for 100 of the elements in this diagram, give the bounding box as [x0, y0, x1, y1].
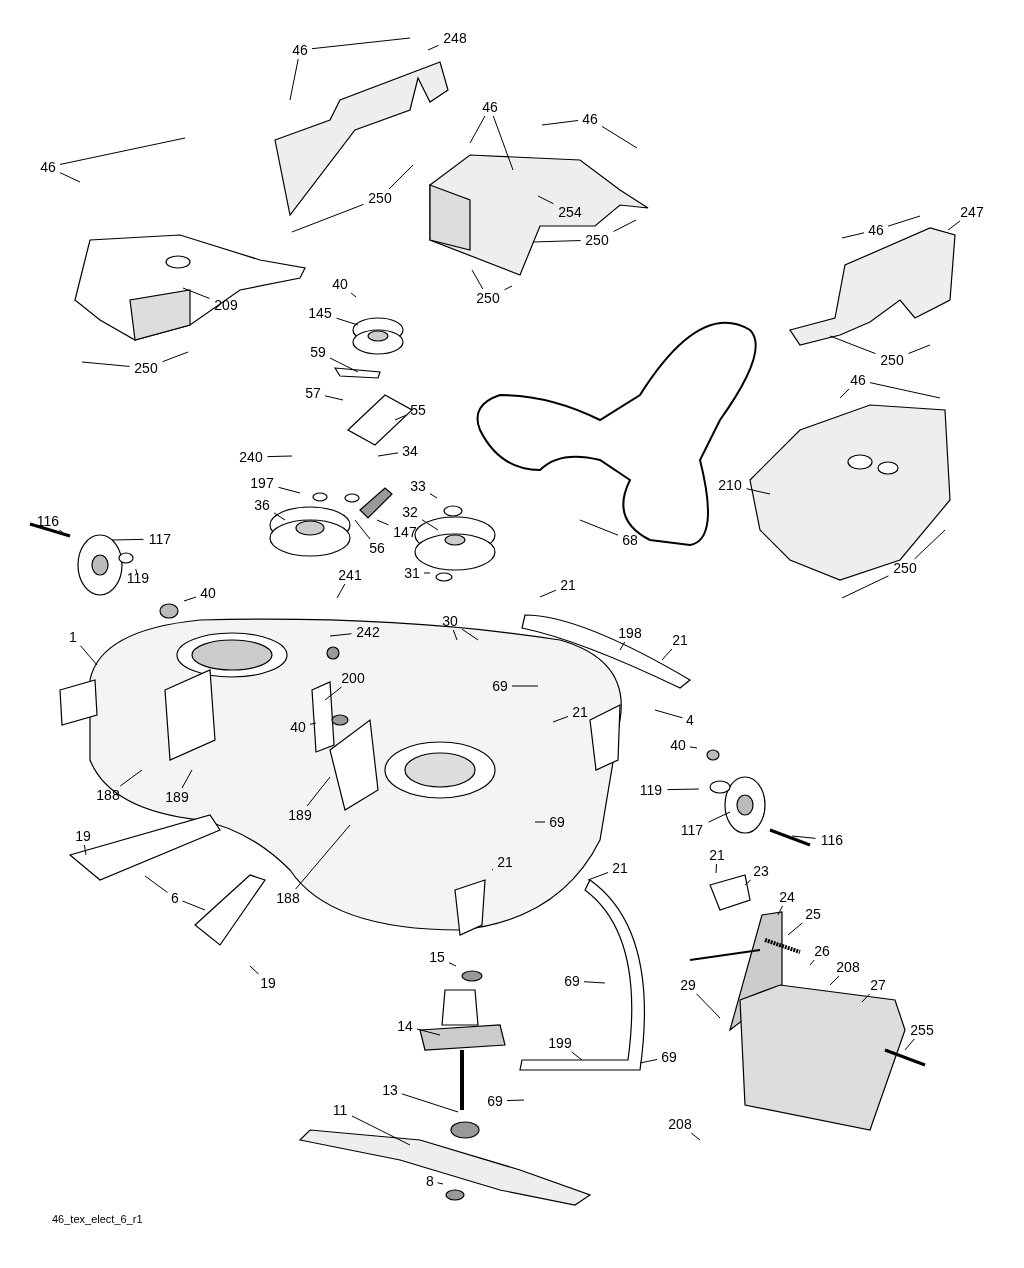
callout-number: 198 — [618, 625, 642, 641]
callout-number: 250 — [476, 290, 500, 306]
leader-line — [532, 240, 581, 243]
callout-number: 46 — [582, 111, 598, 127]
callout-number: 241 — [338, 567, 362, 583]
leader-line — [639, 1059, 658, 1064]
leader-line — [278, 486, 301, 494]
callout-number: 24 — [779, 889, 795, 905]
callout-number: 15 — [429, 949, 445, 965]
leader-line — [654, 709, 683, 719]
leader-line — [947, 220, 961, 231]
callout-number: 21 — [560, 577, 576, 593]
leader-line — [587, 872, 609, 881]
callout-number: 21 — [709, 847, 725, 863]
leader-line — [423, 572, 431, 574]
leader-line — [111, 538, 144, 541]
leader-line — [667, 788, 700, 791]
leader-line — [273, 512, 286, 521]
callout-number: 254 — [558, 204, 582, 220]
callout-number: 13 — [382, 1082, 398, 1098]
leader-line — [289, 58, 299, 101]
callout-number: 27 — [870, 977, 886, 993]
leader-line — [144, 875, 168, 893]
leader-line — [421, 519, 439, 531]
callout-number: 242 — [356, 624, 380, 640]
callout-number: 26 — [814, 943, 830, 959]
callout-number: 40 — [670, 737, 686, 753]
leader-line — [427, 44, 439, 51]
callout-number: 6 — [171, 890, 179, 906]
leader-line — [119, 769, 143, 787]
callout-number: 188 — [96, 787, 120, 803]
callout-number: 247 — [960, 204, 984, 220]
leader-line — [869, 382, 941, 399]
leader-line — [324, 395, 344, 401]
callout-number: 33 — [410, 478, 426, 494]
leader-line — [350, 292, 357, 298]
callout-number: 31 — [404, 565, 420, 581]
leader-line — [661, 648, 673, 661]
leader-line — [59, 137, 186, 165]
leader-line — [904, 1038, 915, 1051]
callout-number: 189 — [165, 789, 189, 805]
leader-line — [839, 388, 850, 399]
leader-line — [571, 1051, 583, 1061]
callout-number: 209 — [214, 297, 238, 313]
callout-number: 1 — [69, 629, 77, 645]
callout-number: 46 — [868, 222, 884, 238]
callout-number: 56 — [369, 540, 385, 556]
callout-number: 4 — [686, 712, 694, 728]
leader-line — [537, 195, 554, 205]
callout-number: 116 — [36, 513, 60, 529]
leader-line — [744, 879, 752, 886]
leader-line — [58, 529, 63, 533]
leader-line — [448, 962, 457, 967]
callout-number: 19 — [260, 975, 276, 991]
leader-line — [377, 452, 399, 457]
leader-line — [908, 344, 931, 354]
callout-number: 250 — [134, 360, 158, 376]
leader-line — [708, 811, 731, 823]
callout-number: 210 — [718, 477, 742, 493]
leader-line — [829, 335, 876, 355]
leader-line — [469, 115, 486, 144]
callout-number: 69 — [487, 1093, 503, 1109]
callout-number: 208 — [836, 959, 860, 975]
leader-line — [690, 1132, 701, 1141]
callout-number: 116 — [820, 832, 844, 848]
leader-line — [309, 722, 317, 725]
callout-number: 29 — [680, 977, 696, 993]
leader-line — [613, 219, 637, 233]
callout-number: 69 — [564, 973, 580, 989]
leader-line — [182, 900, 206, 911]
leader-line — [541, 120, 579, 126]
leader-line — [887, 215, 921, 227]
callout-number: 200 — [341, 670, 365, 686]
callout-number: 30 — [442, 613, 458, 629]
callout-number: 208 — [668, 1116, 692, 1132]
leader-line — [183, 596, 197, 602]
leader-line — [437, 1182, 444, 1185]
callout-number: 46 — [850, 372, 866, 388]
leader-line — [791, 835, 816, 839]
callout-number: 21 — [672, 632, 688, 648]
callout-number: 250 — [880, 352, 904, 368]
callout-number: 40 — [332, 276, 348, 292]
callout-number: 250 — [893, 560, 917, 576]
leader-line — [306, 776, 331, 807]
leader-line — [504, 285, 513, 291]
leader-line — [913, 529, 946, 560]
drawing-code: 46_tex_elect_6_r1 — [52, 1213, 143, 1225]
callout-number: 145 — [308, 305, 332, 321]
leader-line — [162, 351, 189, 363]
leader-line — [329, 633, 352, 637]
leader-line — [511, 685, 539, 687]
callout-number: 19 — [75, 828, 91, 844]
leader-line — [329, 357, 359, 373]
callout-number: 147 — [393, 524, 417, 540]
leader-line — [354, 519, 371, 540]
leader-line — [394, 414, 407, 421]
callout-number: 40 — [200, 585, 216, 601]
callout-number: 55 — [410, 402, 426, 418]
leader-line — [376, 519, 389, 526]
callout-number: 21 — [612, 860, 628, 876]
